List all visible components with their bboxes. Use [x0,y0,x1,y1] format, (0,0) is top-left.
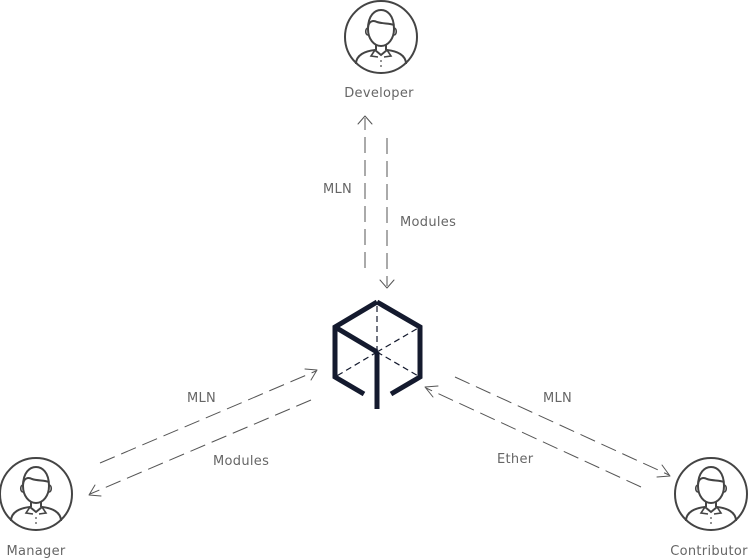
manager-modules-label: Modules [213,454,269,469]
contributor-mln-label: MLN [543,391,572,406]
protocol-cube-icon [332,299,423,409]
manager-node: Manager [0,457,73,559]
contributor-node: Contributor [670,457,748,559]
manager-mln-arrow [99,368,318,464]
contributor-ether-arrow [424,385,642,488]
manager-mln-label: MLN [187,391,216,406]
manager-modules-arrow [88,399,312,497]
developer-node: Developer [344,0,418,101]
contributor-mln-arrow [454,376,671,478]
contributor-person-icon [674,457,748,531]
contributor-label: Contributor [670,544,748,559]
developer-mln-arrow [357,115,373,268]
developer-mln-label: MLN [323,182,352,197]
developer-label: Developer [344,86,414,101]
developer-modules-label: Modules [400,215,456,230]
manager-person-icon [0,457,73,531]
contributor-ether-label: Ether [497,452,534,467]
developer-modules-arrow [379,138,395,289]
developer-person-icon [344,0,418,74]
manager-label: Manager [6,544,65,559]
